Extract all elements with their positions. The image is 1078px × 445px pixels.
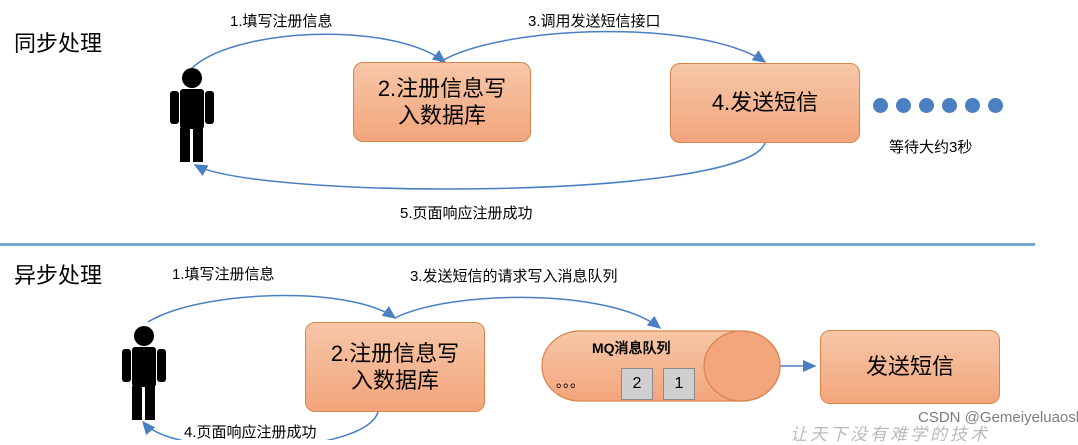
async-section-title: 异步处理 <box>14 263 103 288</box>
async-arrow-1 <box>147 294 397 323</box>
wait-dot <box>919 98 934 113</box>
wait-dot <box>965 98 980 113</box>
queue-message-1-label: 1 <box>674 375 684 392</box>
wait-dot <box>988 98 1003 113</box>
mq-queue-pipe <box>541 330 781 402</box>
csdn-watermark: CSDN @Gemeiyeluaoshi <box>918 409 1078 426</box>
sync-user-icon <box>170 68 214 162</box>
sync-step3-label: 3.调用发送短信接口 <box>528 13 661 30</box>
async-user-icon <box>122 326 166 420</box>
wait-dot <box>942 98 957 113</box>
wait-label: 等待大约3秒 <box>889 139 973 156</box>
sync-section-title: 同步处理 <box>14 31 103 56</box>
bottom-watermark: 让天下没有难学的技术 <box>790 425 990 444</box>
sync-db-box-text: 2.注册信息写 入数据库 <box>377 75 507 129</box>
queue-message-2: 2 <box>621 368 653 400</box>
sync-step1-label: 1.填写注册信息 <box>230 13 333 30</box>
async-step3-label: 3.发送短信的请求写入消息队列 <box>410 268 618 285</box>
async-arrow-4 <box>142 411 379 440</box>
section-divider <box>0 243 1035 246</box>
mq-queue-label: MQ消息队列 <box>592 340 671 356</box>
queue-message-1: 1 <box>663 368 695 400</box>
wait-dot <box>873 98 888 113</box>
queue-ellipsis: 。。。 <box>556 374 584 390</box>
async-db-box-text: 2.注册信息写 入数据库 <box>330 340 460 394</box>
sync-db-box: 2.注册信息写 入数据库 <box>353 62 531 142</box>
async-step1-label: 1.填写注册信息 <box>172 266 275 283</box>
async-send-sms-text: 发送短信 <box>865 354 954 380</box>
sync-send-sms-box: 4.发送短信 <box>670 63 860 143</box>
async-arrow-3 <box>394 296 662 329</box>
sync-step5-label: 5.页面响应注册成功 <box>400 205 533 222</box>
sync-send-sms-text: 4.发送短信 <box>711 90 819 116</box>
async-db-box: 2.注册信息写 入数据库 <box>305 322 485 412</box>
queue-message-2-label: 2 <box>632 375 642 392</box>
async-step4-label: 4.页面响应注册成功 <box>184 424 317 441</box>
sync-arrow-1 <box>189 33 447 71</box>
async-send-sms-box: 发送短信 <box>820 330 1000 404</box>
sync-arrow-3 <box>439 30 767 63</box>
sync-arrow-5 <box>193 142 766 190</box>
wait-dot <box>896 98 911 113</box>
